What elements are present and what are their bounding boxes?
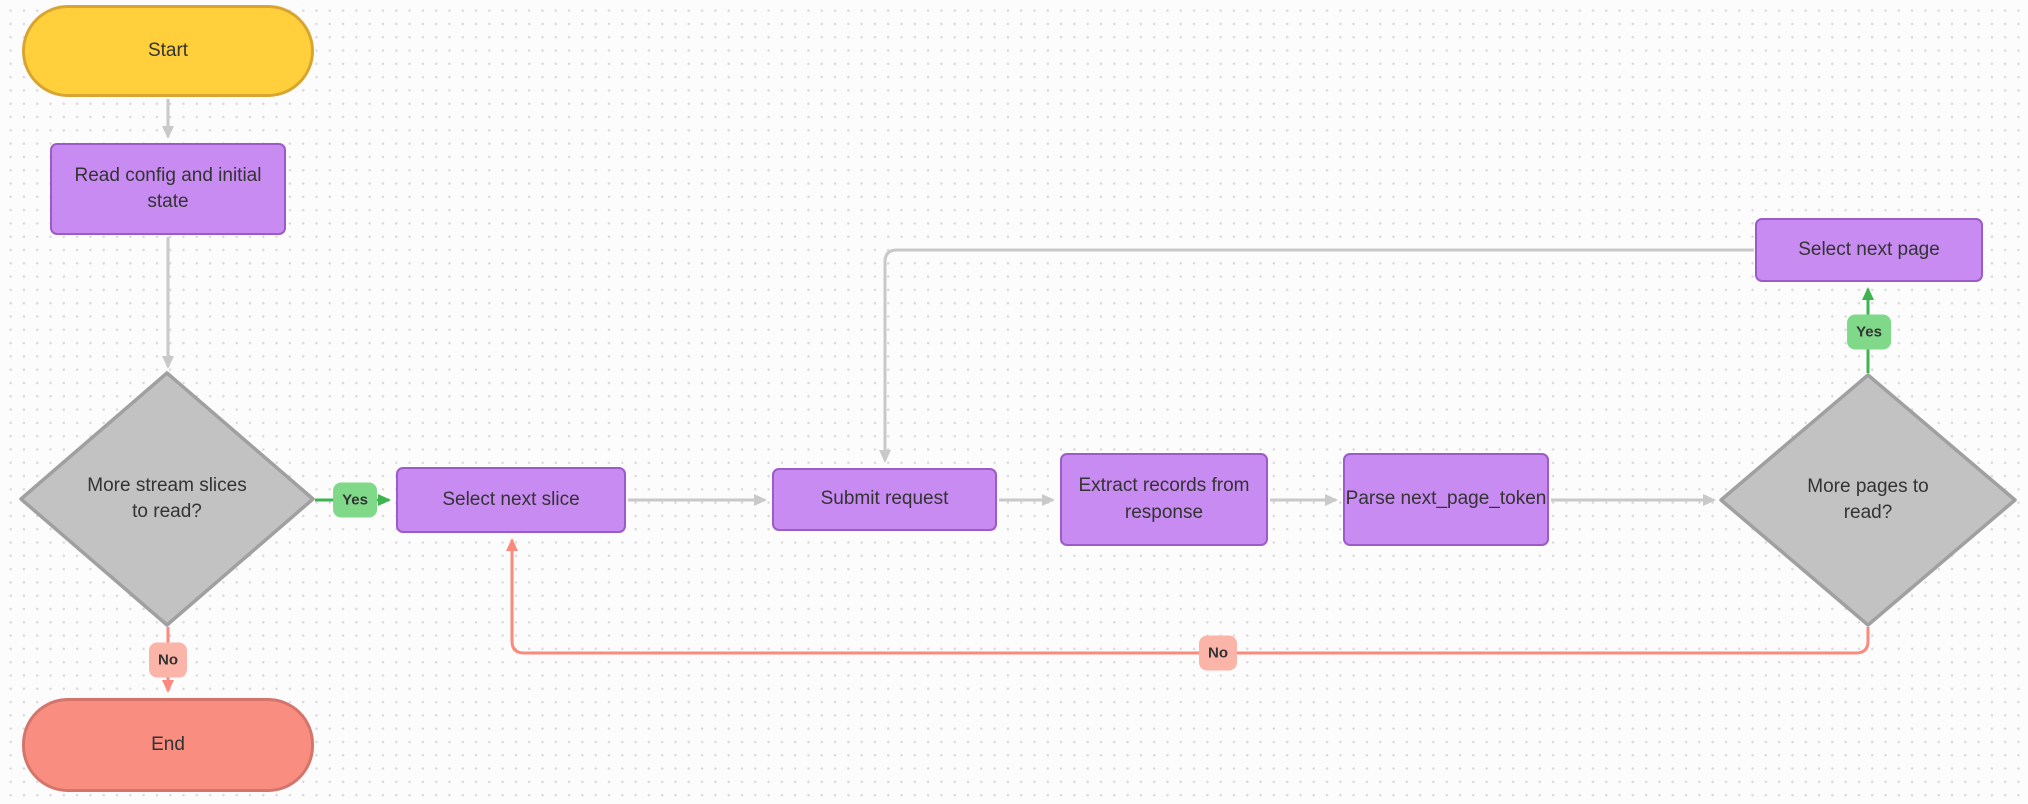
node-start[interactable]: Start xyxy=(22,5,314,97)
edge-label-more-slices-no-text: No xyxy=(158,651,178,669)
node-read-config[interactable]: Read config and initial state xyxy=(50,143,286,235)
edge-label-more-pages-yes-text: Yes xyxy=(1856,323,1882,341)
node-more-slices-shape[interactable] xyxy=(19,371,315,627)
node-extract-records[interactable]: Extract records from response xyxy=(1060,453,1268,546)
edge-label-more-slices-yes-text: Yes xyxy=(342,491,368,509)
node-select-next-page-label: Select next page xyxy=(1798,238,1940,260)
edge-label-more-pages-no[interactable]: No xyxy=(1199,635,1237,671)
node-more-pages-label: More pages to read? xyxy=(1783,440,1953,560)
node-end-label: End xyxy=(151,733,185,755)
node-start-label: Start xyxy=(147,39,189,61)
node-parse-next-page-token-label: Parse next_page_token xyxy=(1345,488,1547,510)
edge-select-page-to-submit xyxy=(879,248,1754,463)
edge-label-more-slices-no[interactable]: No xyxy=(149,642,187,678)
node-parse-next-page-token[interactable]: Parse next_page_token xyxy=(1343,453,1549,546)
node-more-slices-label: More stream slices to read? xyxy=(82,439,252,559)
edge-label-more-slices-yes[interactable]: Yes xyxy=(333,482,377,518)
node-more-slices-text: More stream slices to read? xyxy=(87,474,247,522)
node-more-pages-shape[interactable] xyxy=(1719,373,2017,627)
edge-label-more-pages-no-text: No xyxy=(1208,644,1228,662)
edge-more-pages-no xyxy=(506,538,1870,655)
node-select-next-slice-label: Select next slice xyxy=(442,488,580,510)
node-submit-request-label: Submit request xyxy=(820,488,949,510)
node-submit-request[interactable]: Submit request xyxy=(772,468,997,531)
node-end[interactable]: End xyxy=(22,698,314,792)
node-extract-records-label: Extract records from response xyxy=(1078,475,1250,523)
node-read-config-label: Read config and initial state xyxy=(74,164,262,212)
node-more-pages-text: More pages to read? xyxy=(1807,475,1929,523)
node-select-next-slice[interactable]: Select next slice xyxy=(396,467,626,533)
node-select-next-page[interactable]: Select next page xyxy=(1755,218,1983,282)
edge-label-more-pages-yes[interactable]: Yes xyxy=(1847,314,1891,350)
